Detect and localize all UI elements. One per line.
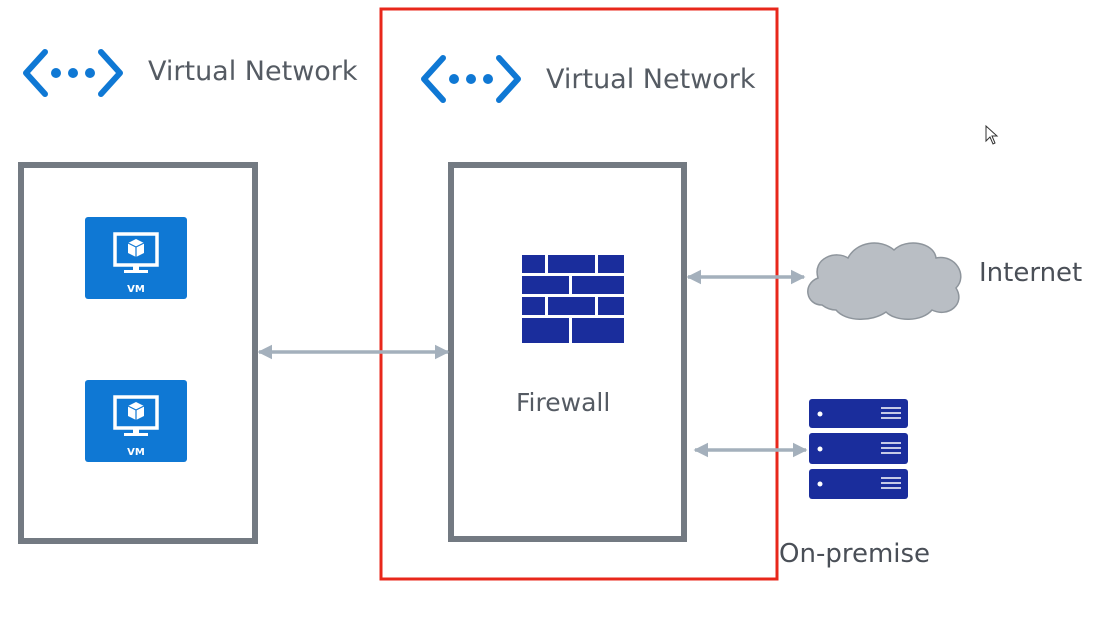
vm-tile-2 (85, 380, 187, 462)
cloud-icon (807, 242, 962, 320)
left-subnet-box (18, 162, 258, 544)
vm-tile-1 (85, 217, 187, 299)
virtual-network-label-left: Virtual Network (148, 56, 358, 87)
firewall-subnet-box (448, 162, 687, 542)
on-premise-label: On-premise (779, 539, 931, 569)
server-rack-icon (809, 399, 908, 499)
virtual-machine-icon (113, 395, 159, 436)
vm-label-1: VM (127, 284, 145, 295)
firewall-label: Firewall (516, 388, 611, 417)
virtual-network-icon (421, 55, 521, 103)
brick-wall-icon (522, 255, 624, 343)
virtual-network-icon (23, 49, 123, 97)
virtual-machine-icon (113, 232, 159, 273)
mouse-cursor-icon (985, 124, 999, 145)
virtual-network-label-right: Virtual Network (546, 64, 756, 95)
internet-label: Internet (979, 258, 1083, 288)
highlight-frame (379, 7, 779, 581)
vm-label-2: VM (127, 447, 145, 458)
